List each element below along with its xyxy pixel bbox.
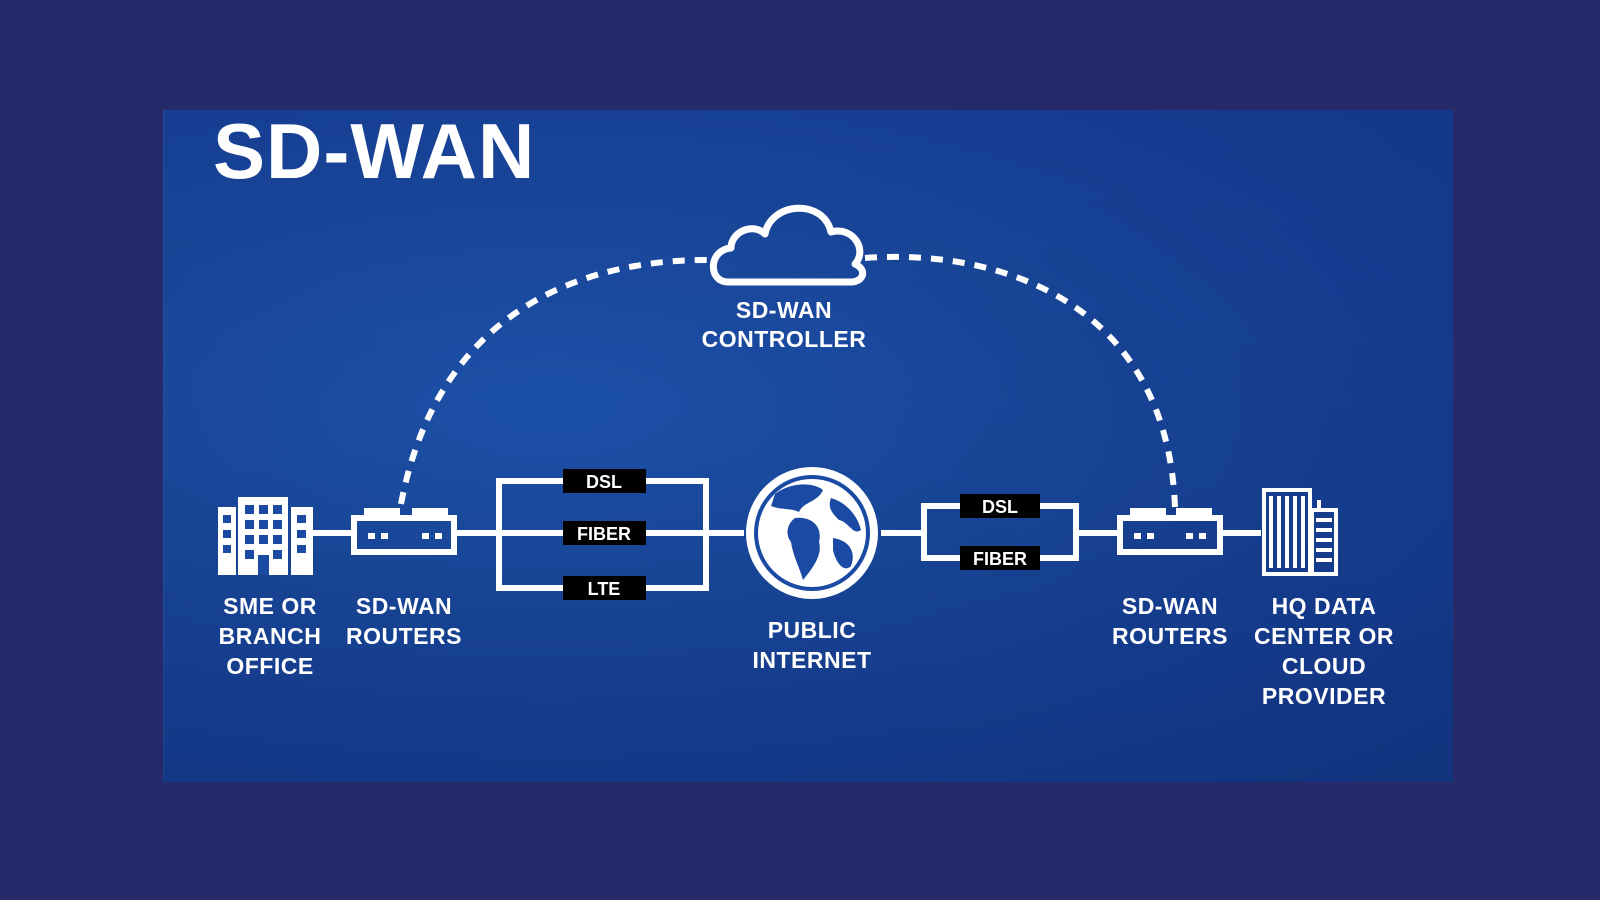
left-routers-label-line1: SD-WAN	[356, 593, 452, 619]
controller-label-line2: CONTROLLER	[702, 326, 867, 352]
hq-label-line2: CENTER OR	[1254, 623, 1394, 649]
link-tag-fiber-left-text: FIBER	[577, 524, 631, 544]
link-tag-fiber-left: FIBER	[563, 521, 646, 545]
left-routers-label-line2: ROUTERS	[346, 623, 462, 649]
right-links-bracket	[921, 503, 1079, 561]
link-tag-dsl-left: DSL	[563, 469, 646, 493]
router-icon	[351, 508, 457, 555]
datacenter-icon	[1262, 488, 1338, 576]
globe-icon	[746, 467, 878, 599]
router-icon	[1117, 508, 1223, 555]
right-controller-link	[864, 253, 1178, 509]
link-tag-fiber-right: FIBER	[960, 546, 1040, 570]
sd-wan-diagram: SD-WAN SD-WAN CONTROLLER DSL FIBER LTE D…	[213, 110, 1394, 709]
hq-label-line3: CLOUD	[1282, 653, 1366, 679]
right-routers-label-line2: ROUTERS	[1112, 623, 1228, 649]
branch-label-line2: BRANCH	[219, 623, 322, 649]
link-tag-dsl-right: DSL	[960, 494, 1040, 518]
branch-label-line1: SME OR	[223, 593, 317, 619]
left-controller-link	[398, 256, 716, 505]
slide-title: SD-WAN	[213, 110, 535, 195]
branch-label-line3: OFFICE	[226, 653, 313, 679]
link-tag-dsl-right-text: DSL	[982, 497, 1018, 517]
building-icon	[218, 497, 313, 575]
link-tag-lte-left: LTE	[563, 576, 646, 600]
controller-label-line1: SD-WAN	[736, 297, 832, 323]
hq-label-line1: HQ DATA	[1272, 593, 1377, 619]
hq-label-line4: PROVIDER	[1262, 683, 1386, 709]
link-tag-lte-left-text: LTE	[588, 579, 621, 599]
left-links-bracket	[496, 478, 709, 591]
link-tag-fiber-right-text: FIBER	[973, 549, 1027, 569]
right-routers-label-line1: SD-WAN	[1122, 593, 1218, 619]
link-tag-dsl-left-text: DSL	[586, 472, 622, 492]
internet-label-line1: PUBLIC	[768, 617, 857, 643]
sd-wan-slide: SD-WAN SD-WAN CONTROLLER DSL FIBER LTE D…	[163, 110, 1453, 782]
cloud-icon	[709, 204, 867, 286]
internet-label-line2: INTERNET	[753, 647, 872, 673]
